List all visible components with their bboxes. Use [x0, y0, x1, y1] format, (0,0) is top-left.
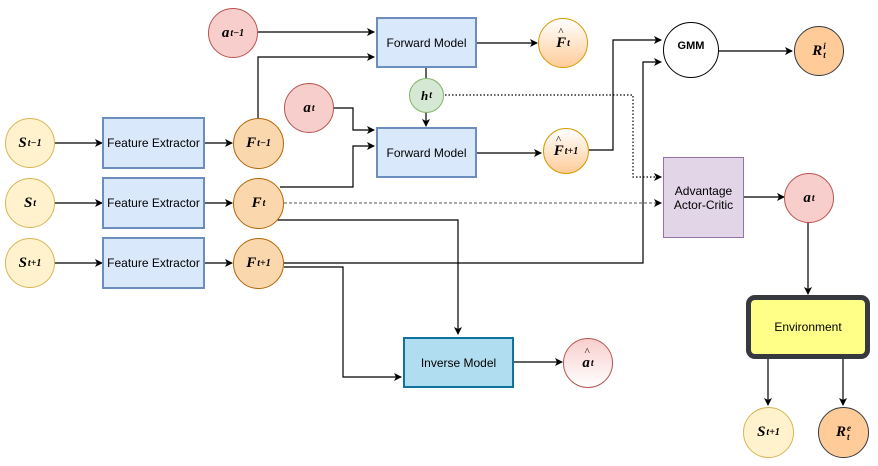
- feature-extractor-1: Feature Extractor: [102, 117, 205, 169]
- node-f-hat-t: Ft: [538, 18, 588, 68]
- node-label: S: [18, 254, 27, 271]
- node-label: a: [582, 346, 590, 372]
- gmm-label: GMM: [677, 40, 705, 52]
- node-label: S: [23, 194, 33, 211]
- node-subscript: t−1: [27, 137, 42, 149]
- node-label: a: [303, 99, 311, 116]
- node-superscript: i: [823, 41, 826, 51]
- node-label: a: [221, 24, 230, 41]
- node-label: F: [251, 195, 262, 211]
- node-subscript: t: [847, 431, 850, 442]
- block-label: Forward Model: [386, 35, 467, 50]
- feature-extractor-3: Feature Extractor: [102, 237, 205, 289]
- edge-f-next-to-gmm: [284, 58, 662, 264]
- node-subscript: t: [823, 50, 826, 60]
- block-label-line1: Advantage: [674, 183, 733, 198]
- edge-ht-to-a2c-dotted: [445, 94, 662, 181]
- node-label: a: [803, 189, 811, 206]
- node-label: S: [757, 424, 766, 440]
- block-label: Inverse Model: [420, 355, 497, 370]
- node-subscript: t+1: [257, 258, 271, 269]
- edge-f-next-to-inverse: [284, 266, 402, 381]
- advantage-actor-critic: Advantage Actor-Critic: [663, 157, 744, 238]
- node-superscript: e: [847, 422, 851, 433]
- node-subscript: t: [33, 197, 37, 209]
- node-subscript: t+1: [766, 427, 780, 438]
- node-label: F: [246, 135, 257, 151]
- environment-block: Environment: [746, 295, 870, 359]
- feature-extractor-2: Feature Extractor: [102, 177, 205, 229]
- block-label: Environment: [774, 320, 842, 334]
- node-subscript: t: [429, 90, 432, 101]
- block-label-line2: Actor-Critic: [673, 197, 734, 212]
- node-subscript: t: [567, 37, 570, 49]
- node-label: h: [420, 87, 429, 103]
- node-a-hat-t: at: [563, 338, 613, 388]
- block-label: Feature Extractor: [107, 136, 200, 150]
- node-subscript: t+1: [564, 145, 579, 157]
- node-subscript: t: [590, 357, 594, 369]
- node-label: F: [246, 255, 257, 271]
- node-label: F: [554, 134, 564, 160]
- node-label: R: [812, 42, 823, 59]
- block-label: Feature Extractor: [107, 196, 200, 210]
- inverse-model: Inverse Model: [403, 337, 514, 388]
- node-label: S: [18, 134, 27, 151]
- block-label: Forward Model: [386, 145, 467, 160]
- node-subscript: t−1: [257, 138, 271, 149]
- edge-a-t-to-fwd-bottom: [333, 107, 375, 134]
- forward-model-bottom: Forward Model: [376, 127, 477, 178]
- edge-f-t-to-fwd-bottom: [280, 142, 375, 188]
- node-subscript: t: [262, 198, 266, 209]
- forward-model-top: Forward Model: [376, 17, 477, 68]
- node-subscript: t: [811, 192, 815, 204]
- node-label: R: [835, 424, 846, 440]
- node-subscript: t: [311, 102, 315, 114]
- node-f-hat-next: Ft+1: [543, 128, 589, 174]
- edge-f-t-to-inverse: [276, 219, 462, 335]
- node-subscript: t−1: [230, 27, 245, 39]
- node-label: F: [556, 26, 566, 52]
- node-subscript: t+1: [27, 257, 42, 269]
- block-label: Feature Extractor: [107, 256, 200, 270]
- gmm-node: GMM: [663, 22, 719, 78]
- edge-f-prev-to-fwd-top: [257, 53, 375, 118]
